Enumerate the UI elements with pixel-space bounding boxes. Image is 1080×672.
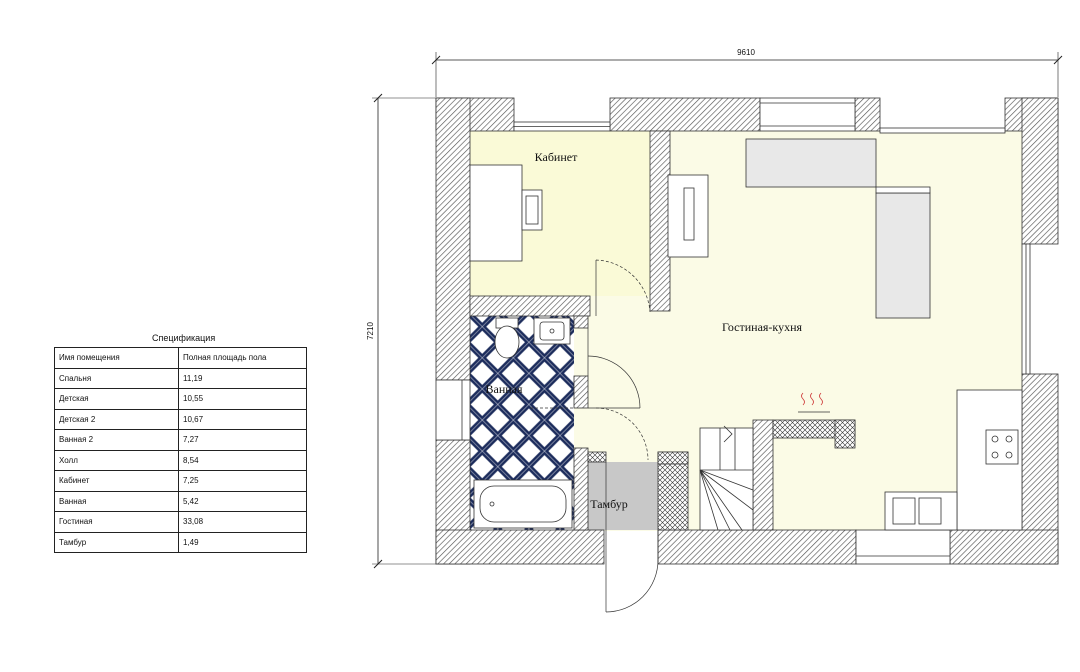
dimension-height-label: 7210: [366, 322, 375, 340]
spec-title: Спецификация: [152, 333, 216, 343]
room-label-bathroom: Ванная: [485, 382, 523, 396]
dimension-left: 7210: [366, 93, 436, 569]
spec-room: Холл: [54, 449, 179, 471]
bathtub: [473, 479, 573, 529]
spec-header-room: Имя помещения: [54, 347, 179, 369]
vestibule-partitions: [587, 451, 689, 531]
spec-room: Ванная 2: [54, 429, 179, 451]
spec-table: Имя помещения Полная площадь пола Спальн…: [54, 347, 307, 553]
room-label-office: Кабинет: [535, 150, 578, 164]
spec-room: Детская: [54, 388, 179, 410]
windows: [435, 97, 1031, 565]
spec-room: Кабинет: [54, 470, 179, 492]
spec-room: Тамбур: [54, 531, 179, 553]
spec-room: Ванная: [54, 490, 179, 512]
kitchen-counter: [884, 389, 1023, 531]
spec-area: 1,49: [178, 531, 307, 553]
doors: [530, 259, 659, 613]
staircase: [699, 425, 754, 531]
spec-header-area: Полная площадь пола: [178, 347, 307, 369]
sofa: [745, 138, 931, 319]
spec-area: 5,42: [178, 490, 307, 512]
spec-header-row: Имя помещения Полная площадь пола: [54, 347, 307, 369]
office-desk: [469, 164, 543, 262]
spec-area: 11,19: [178, 367, 307, 389]
tv-unit: [667, 174, 709, 258]
spec-area: 10,67: [178, 408, 307, 430]
spec-area: 7,25: [178, 470, 307, 492]
dimension-top: 9610: [431, 48, 1063, 97]
room-label-vestibule: Тамбур: [590, 497, 628, 511]
exterior-walls: [435, 97, 1059, 565]
spec-area: 7,27: [178, 429, 307, 451]
spec-area: 33,08: [178, 511, 307, 533]
spec-room: Спальня: [54, 367, 179, 389]
spec-area: 10,55: [178, 388, 307, 410]
interior-walls: [469, 130, 774, 531]
room-label-living-kitchen: Гостиная-кухня: [722, 320, 803, 334]
spec-room: Гостиная: [54, 511, 179, 533]
vestibule-floor: [588, 462, 658, 530]
hob-heat-icon: [798, 392, 830, 413]
spec-area: 8,54: [178, 449, 307, 471]
washbasin: [533, 317, 571, 345]
dimension-width-label: 9610: [737, 48, 755, 57]
kitchen-island: [772, 419, 856, 449]
spec-room: Детская 2: [54, 408, 179, 430]
toilet: [494, 317, 520, 359]
